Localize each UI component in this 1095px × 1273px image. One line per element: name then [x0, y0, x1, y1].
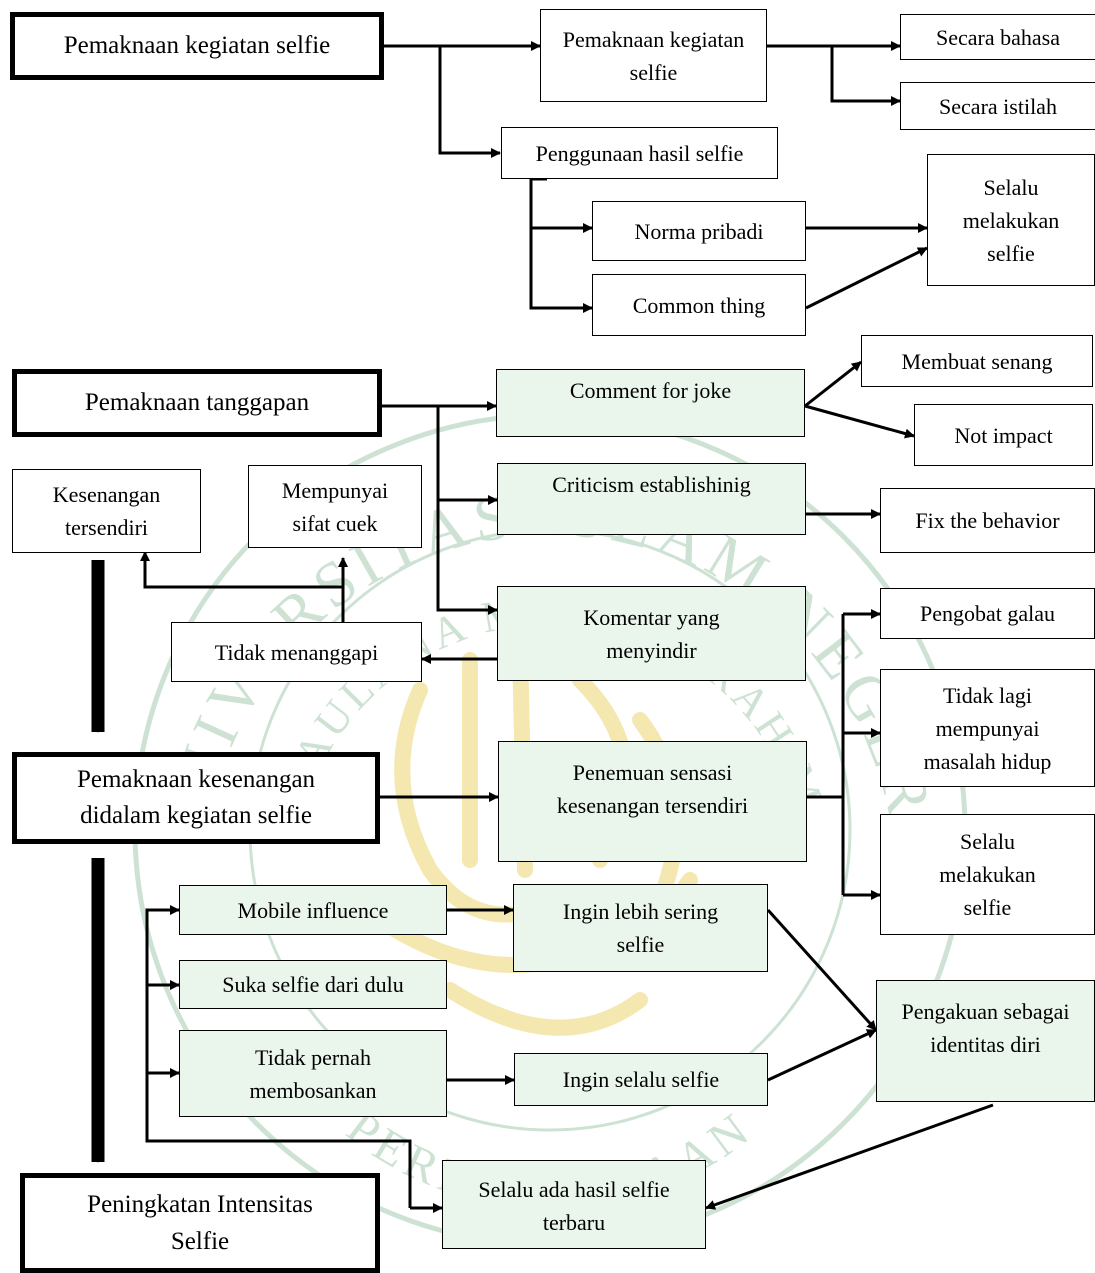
node-pemaknaan-kegiatan-selfie: Pemaknaan kegiatan selfie: [540, 9, 767, 102]
node-label: Selalu melakukan selfie: [962, 174, 1060, 266]
node-selalu-melakukan-selfie-1: Selalu melakukan selfie: [927, 154, 1095, 286]
node-label: Pemaknaan kegiatan selfie: [562, 26, 745, 85]
node-criticism-establishinig: Criticism establishinig: [497, 463, 806, 535]
node-label: Komentar yang menyindir: [583, 604, 720, 663]
node-label: Criticism establishinig: [552, 472, 751, 497]
node-fix-the-behavior: Fix the behavior: [880, 488, 1095, 553]
node-penggunaan-hasil-selfie: Penggunaan hasil selfie: [501, 127, 778, 179]
node-pengobat-galau: Pengobat galau: [880, 588, 1095, 639]
node-norma-pribadi: Norma pribadi: [592, 201, 806, 261]
node-label: Pemaknaan kesenangan didalam kegiatan se…: [76, 765, 316, 829]
node-label: Peningkatan Intensitas Selfie: [87, 1190, 313, 1256]
node-selalu-melakukan-selfie-2: Selalu melakukan selfie: [880, 814, 1095, 935]
node-label: Secara istilah: [939, 93, 1057, 119]
node-kesenangan-tersendiri: Kesenangan tersendiri: [12, 469, 201, 553]
node-selalu-ada-hasil-selfie-terbaru: Selalu ada hasil selfie terbaru: [442, 1160, 706, 1249]
node-label: Comment for joke: [569, 378, 732, 403]
node-label: Mempunyai sifat cuek: [281, 477, 389, 536]
node-label: Ingin selalu selfie: [562, 1067, 720, 1092]
node-ingin-lebih-sering-selfie: Ingin lebih sering selfie: [513, 884, 768, 972]
node-secara-istilah: Secara istilah: [900, 82, 1095, 130]
node-suka-selfie-dari-dulu: Suka selfie dari dulu: [179, 960, 447, 1009]
node-label: Selalu ada hasil selfie terbaru: [478, 1177, 670, 1235]
node-secara-bahasa: Secara bahasa: [900, 14, 1095, 60]
node-comment-for-joke: Comment for joke: [496, 369, 805, 437]
node-not-impact: Not impact: [914, 404, 1093, 466]
node-label: Penemuan sensasi kesenangan tersendiri: [556, 760, 749, 818]
node-label: Pengakuan sebagai identitas diri: [901, 999, 1070, 1057]
node-tidak-lagi-mempunyai-masalah: Tidak lagi mempunyai masalah hidup: [880, 669, 1095, 787]
node-label: Not impact: [954, 422, 1053, 448]
node-mobile-influence: Mobile influence: [179, 885, 447, 935]
node-common-thing: Common thing: [592, 274, 806, 336]
main-pemaknaan-tanggapan: Pemaknaan tanggapan: [12, 369, 382, 437]
node-label: Tidak menanggapi: [214, 639, 379, 665]
node-tidak-pernah-membosankan: Tidak pernah membosankan: [179, 1030, 447, 1117]
main-pemaknaan-kegiatan-selfie: Pemaknaan kegiatan selfie: [10, 12, 384, 80]
node-label: Tidak lagi mempunyai masalah hidup: [923, 682, 1052, 774]
node-label: Penggunaan hasil selfie: [535, 140, 744, 166]
node-label: Kesenangan tersendiri: [52, 482, 161, 540]
node-label: Selalu melakukan selfie: [939, 829, 1036, 920]
node-penemuan-sensasi: Penemuan sensasi kesenangan tersendiri: [498, 741, 807, 862]
node-label: Mobile influence: [237, 897, 389, 923]
node-label: Pengobat galau: [919, 601, 1056, 626]
node-komentar-yang-menyindir: Komentar yang menyindir: [497, 586, 806, 681]
node-ingin-selalu-selfie: Ingin selalu selfie: [514, 1053, 768, 1106]
node-label: Membuat senang: [901, 348, 1053, 374]
node-label: Suka selfie dari dulu: [222, 972, 404, 997]
node-mempunyai-sifat-cuek: Mempunyai sifat cuek: [248, 465, 422, 548]
node-label: Pemaknaan tanggapan: [84, 389, 310, 417]
node-label: Secara bahasa: [936, 24, 1060, 50]
node-tidak-menanggapi: Tidak menanggapi: [171, 622, 422, 682]
node-label: Common thing: [632, 292, 766, 318]
node-label: Norma pribadi: [634, 218, 764, 244]
node-label: Fix the behavior: [915, 508, 1060, 533]
node-label: Pemaknaan kegiatan selfie: [63, 32, 331, 60]
main-pemaknaan-kesenangan: Pemaknaan kesenangan didalam kegiatan se…: [12, 752, 380, 844]
node-label: Tidak pernah membosankan: [249, 1044, 377, 1103]
main-peningkatan-intensitas-selfie: Peningkatan Intensitas Selfie: [20, 1173, 380, 1273]
node-pengakuan-identitas: Pengakuan sebagai identitas diri: [876, 980, 1095, 1102]
node-membuat-senang: Membuat senang: [861, 335, 1093, 387]
node-label: Ingin lebih sering selfie: [562, 899, 719, 957]
